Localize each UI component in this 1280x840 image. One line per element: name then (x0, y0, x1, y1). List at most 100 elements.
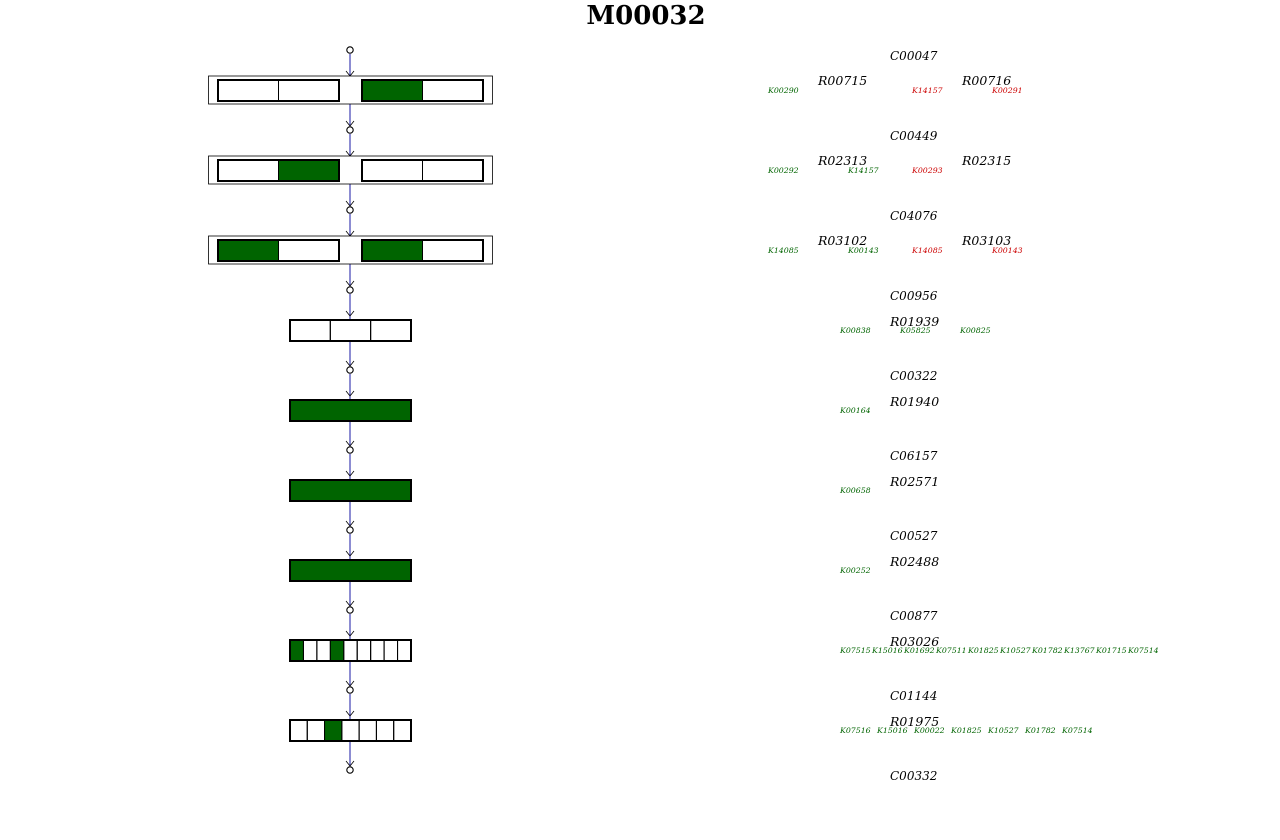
box-outline (217, 159, 340, 182)
ko-label: K01692 (903, 646, 935, 655)
present-cell (362, 80, 423, 101)
absent-cell (422, 159, 484, 182)
ko-label: K13767 (1063, 646, 1095, 655)
box-outline (361, 79, 484, 102)
arrowhead (345, 550, 355, 557)
absent-cell (370, 639, 385, 662)
absent-cell (361, 159, 423, 182)
reaction-label: R01940 (889, 394, 939, 409)
reaction-box (289, 719, 412, 742)
compound-label: C00332 (890, 769, 937, 783)
arrowhead (345, 120, 355, 127)
absent-cell (289, 319, 331, 342)
reaction-label: R01975 (889, 714, 939, 729)
ko-label: K07511 (935, 646, 967, 655)
arrowhead (345, 200, 355, 207)
reaction-label: R01939 (889, 314, 939, 329)
ko-label: K07514 (1061, 726, 1093, 735)
box-outline (289, 479, 412, 502)
absent-cell (316, 639, 331, 662)
reaction-box (289, 319, 412, 342)
present-cell (362, 240, 423, 261)
absent-cell (393, 719, 412, 742)
absent-cell (329, 319, 372, 342)
compound-node (346, 286, 354, 294)
present-cell (278, 160, 339, 181)
absent-cell (422, 79, 484, 102)
compound-label: C00047 (890, 49, 938, 63)
reaction-label: R03102 (817, 233, 867, 248)
ko-label: K00293 (911, 166, 943, 175)
arrowhead (345, 710, 355, 717)
absent-cell (375, 719, 395, 742)
ko-label: K00022 (913, 726, 945, 735)
absent-cell (370, 319, 412, 342)
box-outline (289, 719, 412, 742)
arrowhead (345, 360, 355, 367)
ko-label: K00825 (959, 326, 991, 335)
box-outline (289, 639, 412, 662)
reaction-box (289, 479, 412, 502)
ko-label: K01825 (950, 726, 982, 735)
present-cell (330, 640, 344, 661)
ko-label: K00164 (839, 406, 871, 415)
absent-cell (341, 719, 360, 742)
ko-label: K14157 (911, 86, 943, 95)
arrowhead (345, 760, 355, 767)
reaction-label: R02315 (961, 153, 1011, 168)
ko-label: K14085 (911, 246, 943, 255)
box-outline (361, 159, 484, 182)
complex-box-right (361, 159, 484, 182)
absent-cell (217, 79, 279, 102)
absent-cell (343, 639, 358, 662)
complex-box-right (361, 239, 484, 262)
reaction-box (289, 399, 412, 422)
ko-label: K05825 (899, 326, 931, 335)
arrowhead (345, 600, 355, 607)
compound-node (346, 126, 354, 134)
arrowhead (345, 470, 355, 477)
box-outline (289, 559, 412, 582)
reaction-label: R03103 (961, 233, 1011, 248)
reaction-box (289, 639, 412, 662)
ko-label: K15016 (871, 646, 903, 655)
compound-node (346, 606, 354, 614)
ko-label: K10527 (999, 646, 1031, 655)
box-outline (361, 239, 484, 262)
reaction-label: R00715 (817, 73, 867, 88)
ko-label: K01782 (1024, 726, 1056, 735)
compound-label: C01144 (890, 689, 937, 703)
absent-cell (358, 719, 377, 742)
reaction-label: R03026 (889, 634, 939, 649)
reaction-label: R02488 (889, 554, 939, 569)
ko-label: K00291 (991, 86, 1023, 95)
compound-node (346, 686, 354, 694)
present-cell (290, 640, 304, 661)
pathway-labels: C00047C00449C04076C00956C00322C06157C005… (767, 49, 1159, 783)
ko-label: K00252 (839, 566, 871, 575)
ko-label: K00292 (767, 166, 799, 175)
ko-label: K01825 (967, 646, 999, 655)
ko-label: K14157 (847, 166, 879, 175)
ko-label: K01782 (1031, 646, 1063, 655)
ko-label: K14085 (767, 246, 799, 255)
absent-cell (278, 239, 340, 262)
reaction-label: R00716 (961, 73, 1011, 88)
present-cell (290, 480, 411, 501)
compound-label: C04076 (890, 209, 938, 223)
absent-cell (356, 639, 372, 662)
complex-box-left (217, 79, 340, 102)
compound-label: C00322 (890, 369, 937, 383)
present-cell (290, 400, 411, 421)
reaction-box (289, 559, 412, 582)
complex-box-right (361, 79, 484, 102)
absent-cell (278, 79, 340, 102)
complex-box-left (217, 159, 340, 182)
box-outline (217, 79, 340, 102)
module-title: M00032 (586, 1, 705, 31)
ko-label: K00838 (839, 326, 871, 335)
compound-node (346, 46, 354, 54)
compound-node (346, 526, 354, 534)
arrowhead (345, 630, 355, 637)
